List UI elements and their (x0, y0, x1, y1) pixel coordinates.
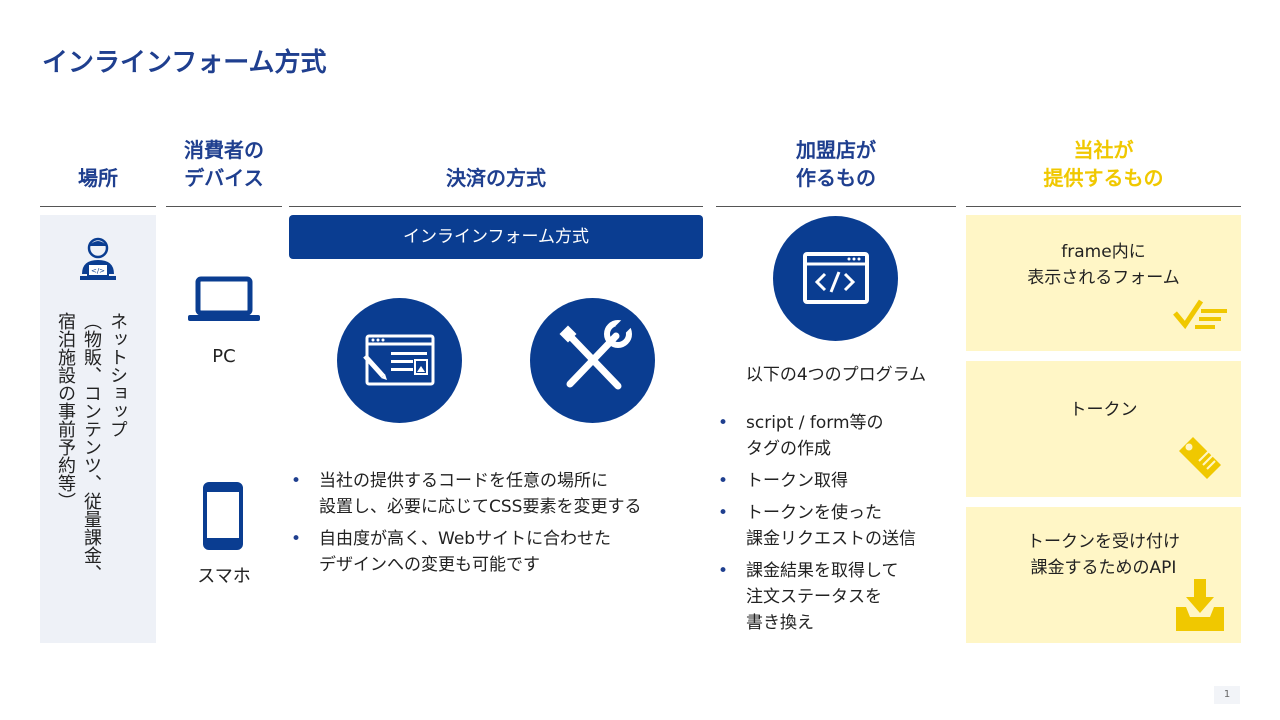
place-description: ネットショップ （物販、コンテンツ、従量課金、 宿泊施設の事前予約等） (52, 312, 130, 632)
header-place: 場所 (78, 166, 118, 190)
header-method: 決済の方式 (446, 166, 546, 190)
page-number: 1 (1214, 686, 1240, 704)
provider-box3-line2: 課金するためのAPI (1030, 558, 1177, 578)
list-item: トークンを使った 課金リクエストの送信 (716, 500, 956, 552)
divider (40, 206, 156, 207)
place-line1: ネットショップ (107, 312, 128, 438)
list-item: 当社の提供するコードを任意の場所に 設置し、必要に応じてCSS要素を変更する (289, 468, 709, 520)
list-item: script / form等の タグの作成 (716, 410, 956, 462)
tools-icon (530, 298, 655, 423)
svg-text:</>: </> (91, 267, 105, 275)
place-line3: 宿泊施設の事前予約等） (55, 312, 76, 510)
divider (716, 206, 956, 207)
smartphone-icon (203, 482, 243, 550)
header-device-line1: 消費者の (184, 138, 264, 162)
place-panel (40, 215, 156, 643)
header-provider: 当社が 提供するもの (966, 136, 1241, 192)
tag-icon (1175, 433, 1225, 483)
person-laptop-icon: </> (78, 236, 118, 282)
code-window-icon (773, 216, 898, 341)
provider-box1-line1: frame内に (1061, 242, 1146, 262)
method-bullets: 当社の提供するコードを任意の場所に 設置し、必要に応じてCSS要素を変更する 自… (289, 468, 709, 584)
provider-box3-line1: トークンを受け付け (1027, 532, 1180, 552)
header-device: 消費者の デバイス (166, 136, 282, 192)
page-title: インラインフォーム方式 (42, 48, 327, 78)
method-pill: インラインフォーム方式 (289, 215, 703, 259)
code-editor-icon (337, 298, 462, 423)
merchant-intro: 以下の4つのプログラム (745, 365, 927, 385)
divider (966, 206, 1241, 207)
header-merchant-line2: 作るもの (796, 166, 876, 190)
provider-box2-text: トークン (1069, 400, 1138, 420)
list-item: トークン取得 (716, 468, 956, 494)
provider-box-form: frame内に 表示されるフォーム (966, 215, 1241, 351)
list-item: 自由度が高く、Webサイトに合わせた デザインへの変更も可能です (289, 526, 709, 578)
header-provider-line1: 当社が (1073, 138, 1134, 162)
inbox-download-icon (1172, 577, 1228, 633)
device-pc-label: PC (212, 346, 236, 367)
list-item: 課金結果を取得して 注文ステータスを 書き換え (716, 558, 956, 636)
header-provider-line2: 提供するもの (1043, 166, 1164, 190)
provider-box-api: トークンを受け付け 課金するためのAPI (966, 507, 1241, 643)
provider-box1-line2: 表示されるフォーム (1027, 268, 1180, 288)
divider (166, 206, 282, 207)
device-smartphone-label: スマホ (197, 566, 251, 587)
place-line2: （物販、コンテンツ、従量課金、 (81, 312, 102, 582)
header-device-line2: デバイス (184, 166, 264, 190)
header-merchant: 加盟店が 作るもの (716, 136, 956, 192)
provider-box-token: トークン (966, 361, 1241, 497)
header-merchant-line1: 加盟店が (796, 138, 876, 162)
merchant-bullets: script / form等の タグの作成 トークン取得 トークンを使った 課金… (716, 410, 956, 642)
divider (289, 206, 703, 207)
checklist-icon (1171, 297, 1231, 333)
laptop-icon (188, 276, 260, 322)
